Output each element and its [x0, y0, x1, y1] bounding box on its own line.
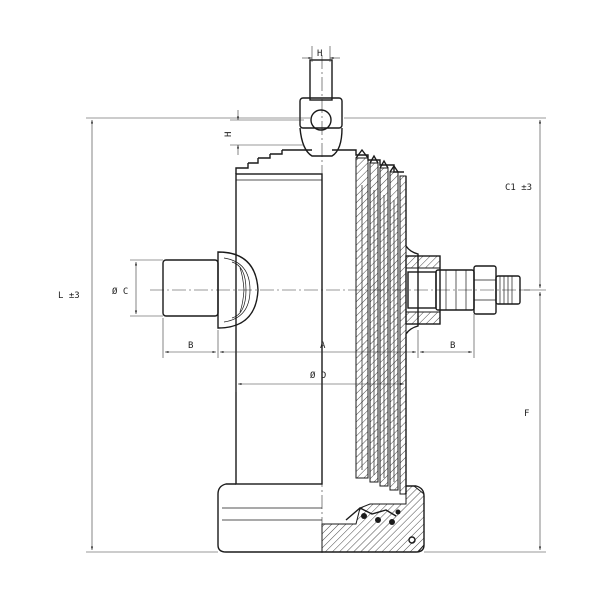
dim-H-side: H — [224, 110, 304, 155]
dim-C1-F: C1 ±3 F — [344, 117, 546, 553]
label-A: A — [320, 341, 326, 351]
left-port-fitting — [162, 251, 259, 329]
stage-steps-top — [235, 149, 404, 174]
cylinder-body-left — [235, 173, 323, 485]
right-port-fitting — [407, 265, 521, 315]
dim-H-top: H — [302, 46, 340, 62]
label-L: L ±3 — [58, 291, 80, 301]
label-B-left: B — [188, 341, 193, 351]
dim-C: Ø C — [112, 259, 163, 317]
base-section-right — [321, 485, 425, 553]
label-C1: C1 ±3 — [505, 183, 532, 193]
dim-L: L ±3 — [58, 117, 310, 553]
label-B-right: B — [450, 341, 455, 351]
label-H-top: H — [317, 49, 322, 59]
label-F: F — [524, 409, 529, 419]
label-C: Ø C — [112, 286, 128, 297]
base-ring-left — [217, 483, 322, 553]
label-H-side: H — [224, 132, 234, 137]
dim-D: Ø D — [235, 370, 407, 392]
center-lines — [150, 55, 530, 555]
top-eye-mount — [299, 59, 343, 157]
cylinder-section-right — [355, 148, 441, 495]
dim-B-A-B: B A B — [162, 314, 475, 358]
label-D: Ø D — [310, 370, 326, 381]
